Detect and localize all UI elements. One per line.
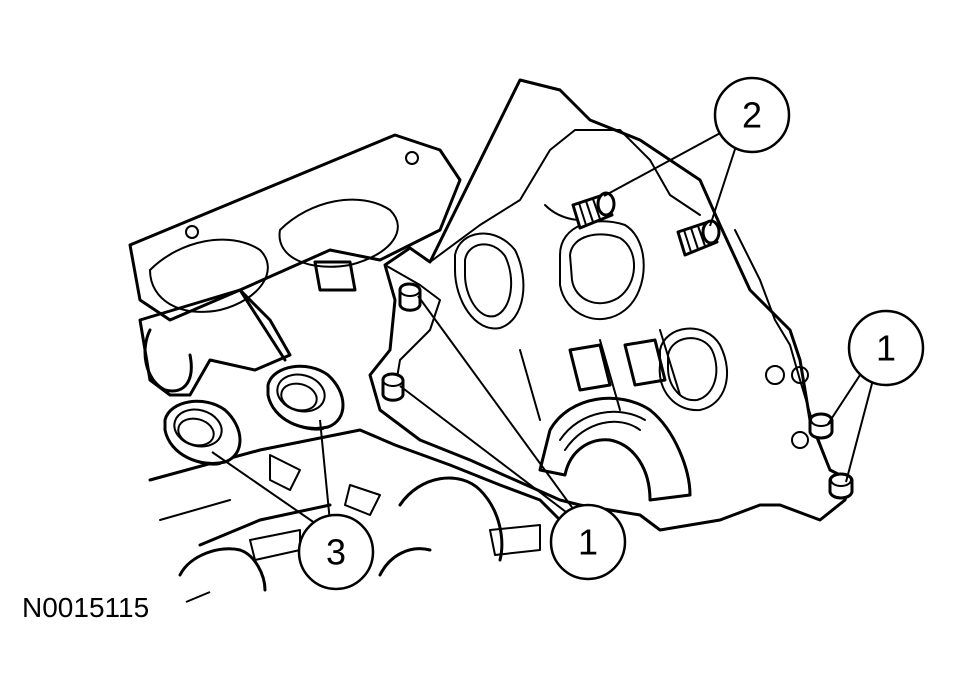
reference-code: N0015115 (22, 592, 149, 623)
callout-2: 2 (713, 76, 791, 154)
svg-text:1: 1 (578, 522, 598, 563)
callout-1-center: 1 (549, 503, 627, 581)
callout-3: 3 (297, 513, 375, 591)
callout-1-right: 1 (847, 309, 925, 387)
svg-text:2: 2 (742, 95, 762, 136)
svg-text:3: 3 (326, 532, 346, 573)
engine-block-illustration (128, 78, 854, 592)
callout-leaders (185, 117, 875, 603)
svg-text:1: 1 (876, 328, 896, 369)
